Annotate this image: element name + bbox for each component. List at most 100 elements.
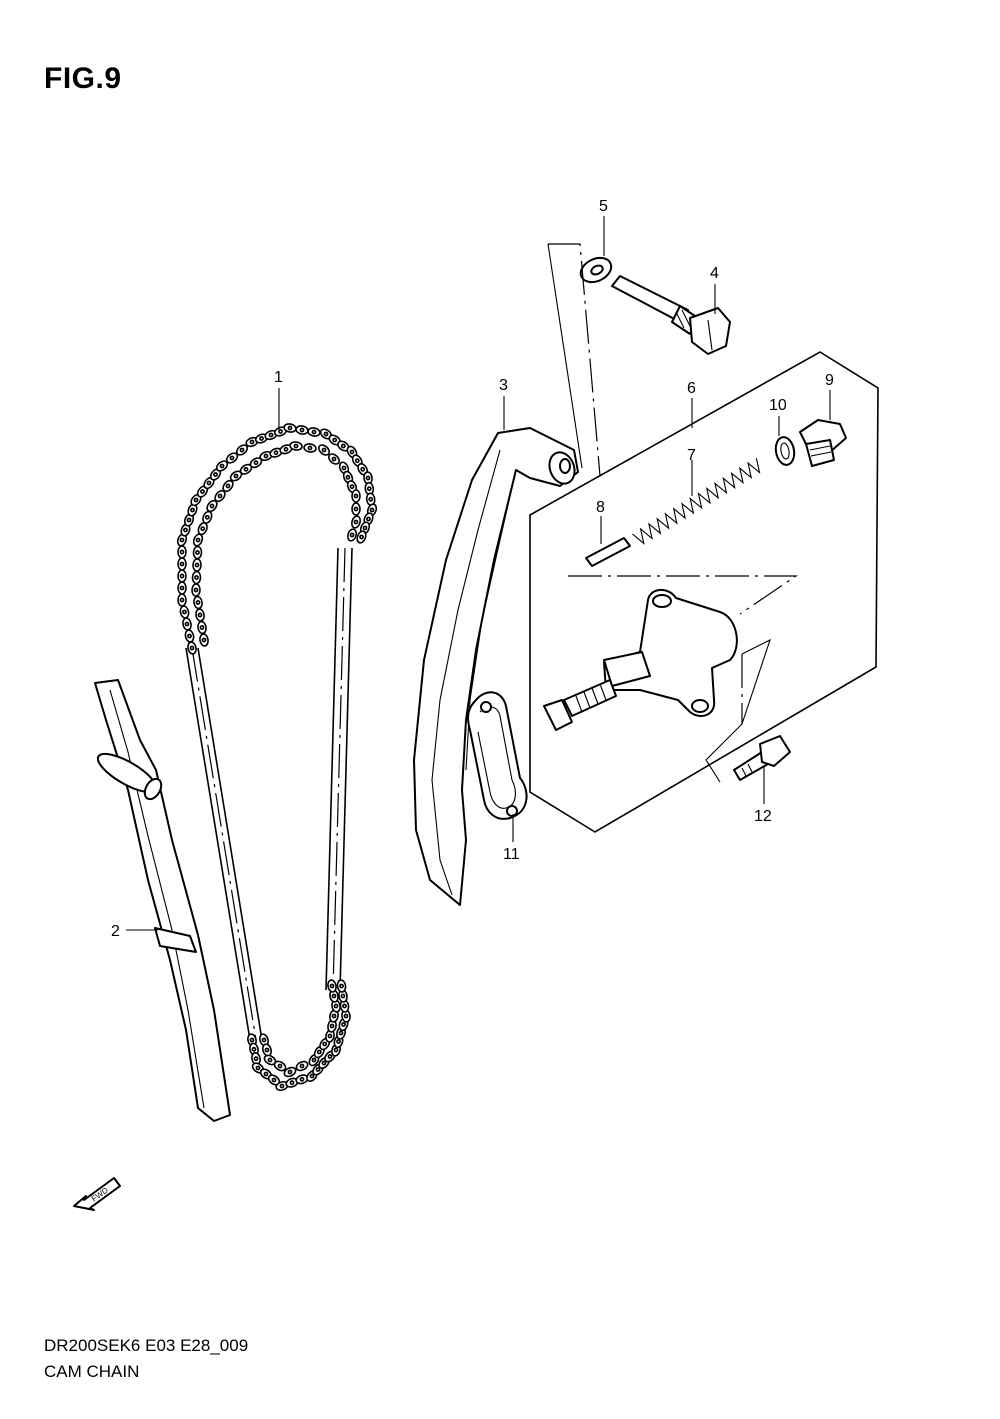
chain-pin — [353, 493, 359, 499]
cam-chain-part[interactable] — [176, 423, 378, 1092]
callout-6: 6 — [687, 380, 696, 397]
chain-pin — [199, 625, 205, 630]
chain-pin — [268, 432, 274, 438]
callout-5: 5 — [599, 198, 608, 215]
chain-pin — [263, 453, 269, 459]
chain-pin — [179, 573, 185, 579]
callout-11: 11 — [503, 846, 520, 863]
chain-pin — [206, 480, 212, 486]
chain-pin — [233, 473, 239, 479]
chain-pin — [179, 597, 185, 603]
chain-pin — [267, 1057, 273, 1063]
chain-pin — [368, 496, 374, 502]
chain-pin — [229, 455, 235, 461]
chain-pin — [342, 1003, 347, 1009]
o-ring-part[interactable] — [774, 436, 797, 467]
tensioner-body-part[interactable] — [543, 589, 738, 731]
chain-pin — [299, 1076, 305, 1082]
chain-pin — [345, 474, 351, 480]
chain-pin — [195, 600, 201, 605]
chain-pin — [193, 497, 199, 503]
chain-pin — [299, 1063, 305, 1069]
chain-pin — [259, 436, 264, 441]
fwd-marker: FWD — [73, 1177, 121, 1211]
chain-pin — [327, 1033, 333, 1039]
chain-pin — [261, 1037, 267, 1043]
chain-pin — [349, 484, 355, 490]
chain-pin — [311, 429, 317, 435]
chain-pin — [200, 489, 205, 494]
chain-pin — [353, 506, 359, 512]
chain-pin — [179, 585, 185, 591]
chain-pin — [359, 534, 364, 540]
washer-part[interactable] — [577, 253, 615, 286]
chain-pin — [360, 466, 366, 472]
section-title: CAM CHAIN — [44, 1362, 140, 1381]
chain-pin — [338, 1030, 344, 1036]
chain-pin — [293, 443, 299, 449]
chain-pin — [311, 1057, 317, 1063]
small-bolt-part[interactable] — [733, 735, 791, 781]
chain-pin — [349, 532, 355, 538]
chain-pin — [197, 612, 203, 618]
chain-pin — [287, 1069, 293, 1075]
chain-pin — [189, 645, 195, 651]
plug-bolt-part[interactable] — [799, 419, 847, 467]
pin-part[interactable] — [585, 537, 631, 567]
chain-pin — [339, 983, 344, 989]
chain-pin — [321, 447, 327, 453]
chain-pin — [243, 466, 249, 472]
chain-pin — [271, 1077, 277, 1083]
bolt-part[interactable] — [611, 275, 731, 355]
footer: DR200SEK6 E03 E28_009 CAM CHAIN — [44, 1333, 248, 1385]
spring-part[interactable] — [632, 457, 761, 545]
chain-pin — [179, 549, 185, 555]
chain-pin — [349, 449, 355, 455]
chain-guide-part[interactable] — [93, 679, 231, 1122]
chain-pin — [279, 1083, 285, 1089]
diagram-code: DR200SEK6 E03 E28_009 — [44, 1336, 249, 1355]
chain-pin — [353, 519, 359, 525]
chain-pin — [340, 993, 346, 999]
chain-pin — [366, 516, 371, 522]
chain-pin — [253, 1056, 259, 1062]
chain-pin — [331, 993, 337, 999]
chain-pin — [249, 1037, 255, 1043]
chain-pin — [369, 507, 375, 513]
chain-pin — [340, 443, 346, 449]
chain-pin — [249, 439, 255, 445]
chain-links — [176, 423, 378, 1092]
chain-pin — [299, 427, 305, 433]
chain-pin — [336, 1039, 341, 1044]
chain-pin — [329, 983, 335, 989]
chain-pin — [309, 1073, 315, 1079]
figure-title: FIG.9 — [44, 62, 122, 95]
chain-pin — [329, 1023, 335, 1029]
callout-4: 4 — [710, 265, 719, 282]
chain-pin — [264, 1047, 270, 1053]
gasket-part[interactable] — [467, 691, 528, 820]
callout-3: 3 — [499, 377, 508, 394]
callout-labels: 1 2 3 4 5 6 7 8 9 10 11 12 — [111, 198, 834, 940]
chain-pin — [277, 1063, 283, 1069]
chain-pin — [195, 550, 200, 555]
chain-pin — [225, 483, 231, 489]
callout-leaders — [126, 216, 831, 931]
chain-pin — [213, 472, 218, 477]
chain-pin — [200, 526, 206, 532]
chain-pin — [273, 450, 279, 456]
chain-pin — [307, 445, 313, 451]
fwd-arrow-icon — [73, 1177, 121, 1211]
chain-pin — [239, 447, 245, 453]
chain-pin — [182, 609, 187, 615]
tensioner-guide-part[interactable] — [413, 427, 579, 906]
chain-pin — [195, 537, 201, 543]
chain-pin — [333, 1047, 339, 1053]
chain-pin — [327, 1054, 333, 1059]
chain-pin — [179, 537, 185, 543]
chain-pin — [187, 633, 192, 639]
callout-8: 8 — [596, 499, 605, 516]
chain-pin — [321, 1060, 327, 1066]
chain-pin — [316, 1049, 322, 1055]
